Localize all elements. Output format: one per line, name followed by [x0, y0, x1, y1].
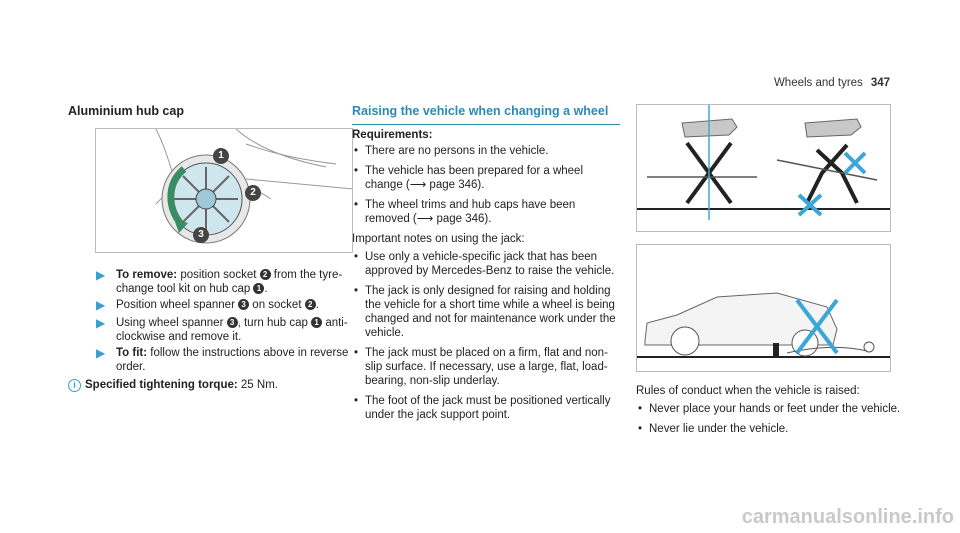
step-remove: ▶ To remove: position socket 2 from the … — [96, 268, 343, 295]
step-arrow-icon: ▶ — [96, 298, 106, 312]
requirements-list: There are no persons in the vehicle. The… — [352, 144, 622, 226]
callout-2: 2 — [245, 185, 261, 201]
hub-cap-illustration: 1 2 3 — [95, 128, 353, 253]
callout-ref: 3 — [238, 299, 250, 310]
list-item: The foot of the jack must be positioned … — [352, 394, 622, 422]
person-under-vehicle-illustration — [636, 244, 891, 372]
rules-list: Never place your hands or feet under the… — [636, 402, 901, 436]
step-arrow-icon: ▶ — [96, 268, 106, 282]
jack-placement-illustration — [636, 104, 891, 232]
callout-ref: 1 — [253, 283, 265, 294]
list-item: The jack must be placed on a firm, flat … — [352, 346, 622, 388]
list-item: There are no persons in the vehicle. — [352, 144, 622, 158]
jack-notes-list: Use only a vehicle-specific jack that ha… — [352, 250, 622, 422]
list-item: The jack is only designed for raising an… — [352, 284, 622, 340]
rules-intro: Rules of conduct when the vehicle is rai… — [636, 385, 860, 397]
callout-ref: 2 — [304, 299, 316, 310]
hub-cap-title: Aluminium hub cap — [68, 104, 184, 118]
running-header: Wheels and tyres 347 — [774, 77, 890, 89]
callout-1: 1 — [213, 148, 229, 164]
page-number: 347 — [870, 77, 890, 89]
notes-intro: Important notes on using the jack: — [352, 233, 525, 245]
list-item: The wheel trims and hub caps have been r… — [352, 198, 622, 226]
watermark: carmanualsonline.info — [741, 506, 954, 528]
section-name: Wheels and tyres — [773, 77, 863, 89]
step-arrow-icon: ▶ — [96, 346, 106, 360]
step-turn-hub-cap: ▶ Using wheel spanner 3, turn hub cap 1 … — [96, 316, 348, 343]
callout-ref: 1 — [311, 317, 323, 328]
list-item: The vehicle has been prepared for a whee… — [352, 164, 622, 192]
step-label: To remove: — [116, 269, 178, 281]
callout-ref: 3 — [226, 317, 238, 328]
step-position-spanner: ▶ Position wheel spanner 3 on socket 2. — [96, 298, 319, 312]
step-arrow-icon: ▶ — [96, 316, 106, 330]
list-item: Use only a vehicle-specific jack that ha… — [352, 250, 622, 278]
callout-ref: 2 — [259, 269, 271, 280]
list-item: Never lie under the vehicle. — [636, 422, 901, 436]
step-fit: ▶ To fit: follow the instructions above … — [96, 346, 349, 373]
step-label: To fit: — [116, 347, 148, 359]
list-item: Never place your hands or feet under the… — [636, 402, 901, 416]
callout-3: 3 — [193, 227, 209, 243]
raising-title: Raising the vehicle when changing a whee… — [352, 104, 620, 125]
requirements-label: Requirements: — [352, 129, 433, 141]
rules-block: Rules of conduct when the vehicle is rai… — [636, 384, 901, 442]
info-icon: i — [68, 379, 81, 392]
requirements-block: Requirements: There are no persons in th… — [352, 128, 622, 428]
